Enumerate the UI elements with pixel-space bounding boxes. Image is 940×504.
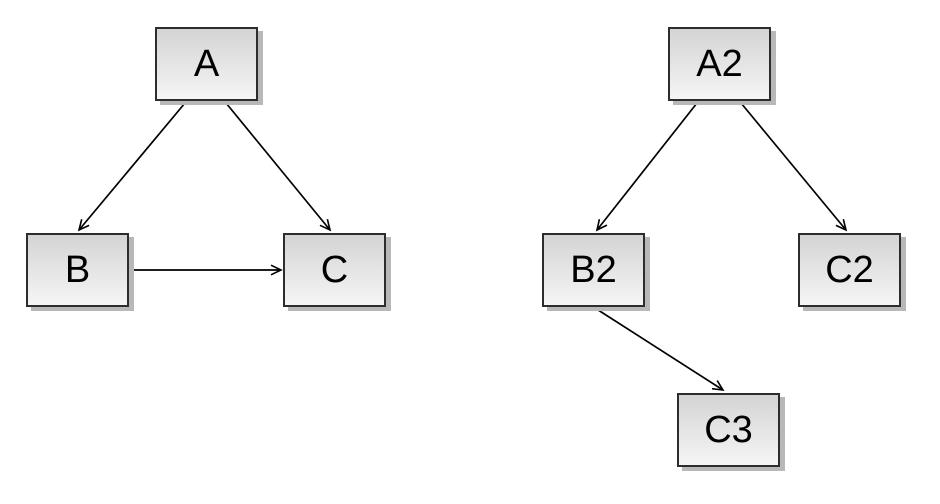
node-C[interactable]: C [283,233,386,307]
node-A2[interactable]: A2 [668,27,771,101]
node-C3[interactable]: C3 [677,393,780,467]
edge-B2-C3[interactable] [594,307,725,391]
edge-A2-C2[interactable] [740,102,848,232]
node-B2[interactable]: B2 [542,233,645,307]
node-A-label: A [193,43,220,85]
node-C-label: C [320,249,349,291]
node-C2-label: C2 [825,249,874,291]
node-C2[interactable]: C2 [798,233,901,307]
node-B[interactable]: B [26,233,129,307]
edge-A-B[interactable] [77,102,186,232]
node-A[interactable]: A [155,27,258,101]
edge-A2-B2[interactable] [595,102,698,232]
edge-A-C[interactable] [225,102,332,232]
node-A2-label: A2 [696,43,743,85]
node-B2-label: B2 [570,249,617,291]
node-B-label: B [64,249,91,291]
node-C3-label: C3 [704,409,753,451]
